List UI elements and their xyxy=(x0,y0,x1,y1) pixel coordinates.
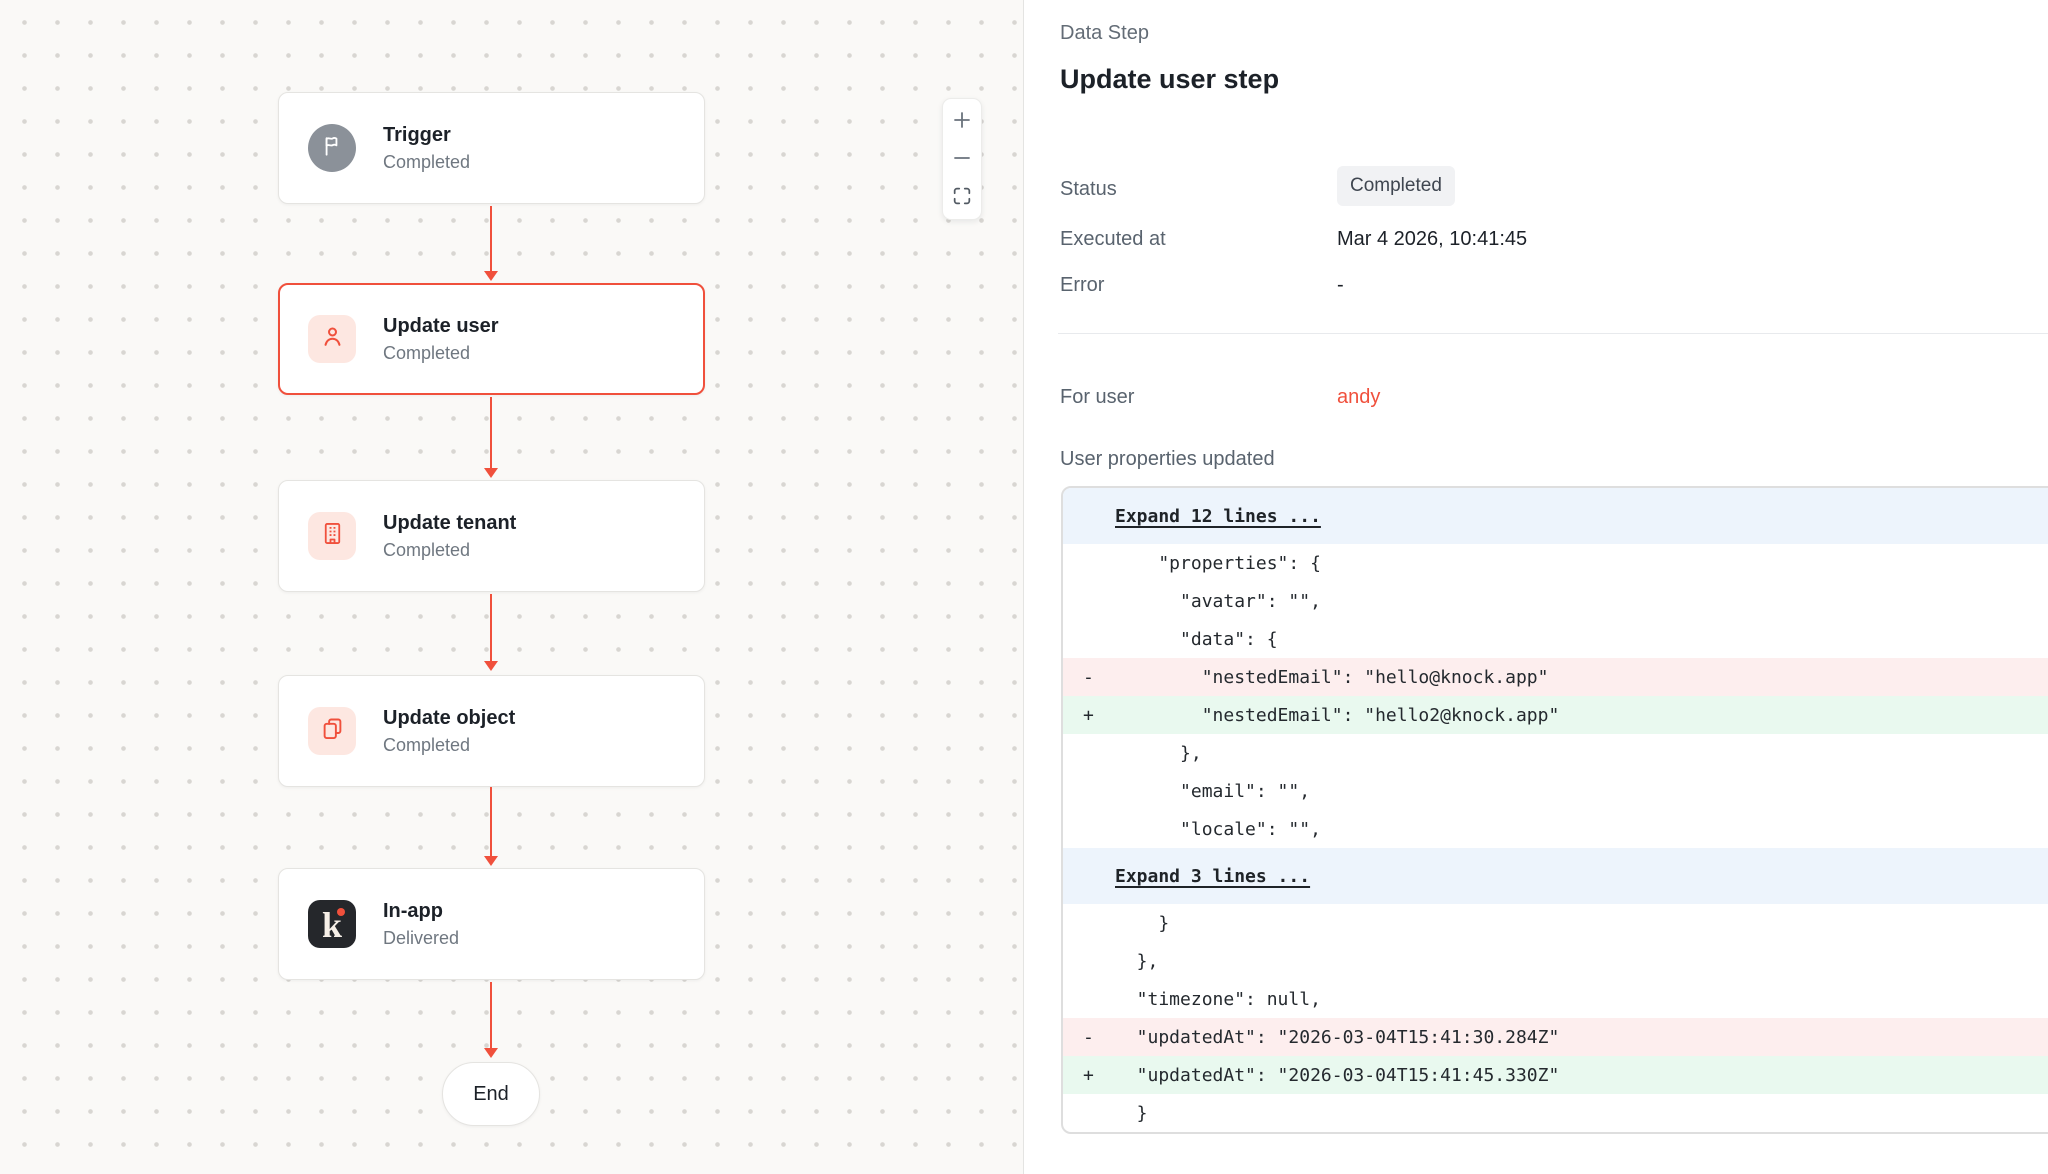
diff-line: "email": "", xyxy=(1063,772,2048,810)
diff-code: }, xyxy=(1115,950,1159,972)
fit-view-button[interactable] xyxy=(949,184,975,210)
diff-marker: - xyxy=(1083,666,1094,688)
edge-arrow xyxy=(490,787,492,864)
edge-arrow xyxy=(490,206,492,279)
for-user-label: For user xyxy=(1060,386,1135,408)
diff-code: "email": "", xyxy=(1115,780,1311,802)
diff-code: "avatar": "", xyxy=(1115,590,1321,612)
status-badge: Completed xyxy=(1337,166,1455,206)
properties-diff-viewer: Expand 12 lines ... "properties": { "ava… xyxy=(1061,486,2048,1134)
zoom-out-button[interactable] xyxy=(949,146,975,172)
pages-icon xyxy=(319,715,346,747)
step-detail-panel: Data Step Update user step Status Comple… xyxy=(1024,0,2048,1174)
node-title: Update user xyxy=(383,314,499,337)
executed-at-value: Mar 4 2026, 10:41:45 xyxy=(1337,228,1528,250)
knock-dot xyxy=(337,908,345,916)
diff-line: } xyxy=(1063,904,2048,942)
node-status: Completed xyxy=(383,539,471,560)
diff-line-deletion: - "updatedAt": "2026-03-04T15:41:30.284Z… xyxy=(1063,1018,2048,1056)
diff-code: "nestedEmail": "hello@knock.app" xyxy=(1115,666,1549,688)
diff-code: "locale": "", xyxy=(1115,818,1321,840)
knock-icon: k xyxy=(308,900,356,948)
page-title: Update user step xyxy=(1060,64,1280,94)
executed-at-label: Executed at xyxy=(1060,228,1166,250)
diff-code: "updatedAt": "2026-03-04T15:41:30.284Z" xyxy=(1115,1026,1560,1048)
diff-marker: + xyxy=(1083,1064,1094,1086)
node-update-user[interactable]: Update user Completed xyxy=(278,283,705,395)
diff-line: "timezone": null, xyxy=(1063,980,2048,1018)
zoom-in-button[interactable] xyxy=(949,108,975,134)
edge-arrow xyxy=(490,594,492,669)
minus-icon xyxy=(950,146,974,173)
error-value: - xyxy=(1337,274,1344,296)
edge-arrow xyxy=(490,397,492,476)
node-status: Completed xyxy=(383,734,471,755)
flag-icon xyxy=(319,133,345,164)
expand-lines-row[interactable]: Expand 12 lines ... xyxy=(1063,488,2048,544)
node-status: Completed xyxy=(383,151,471,172)
section-divider xyxy=(1058,333,2048,334)
node-end[interactable]: End xyxy=(442,1062,540,1126)
diff-code: "data": { xyxy=(1115,628,1278,650)
diff-code: "timezone": null, xyxy=(1115,988,1321,1010)
diff-code: } xyxy=(1115,912,1170,934)
expand-lines-row[interactable]: Expand 3 lines ... xyxy=(1063,848,2048,904)
node-trigger[interactable]: Trigger Completed xyxy=(278,92,705,204)
diff-code: } xyxy=(1115,1102,1148,1124)
diff-line-deletion: - "nestedEmail": "hello@knock.app" xyxy=(1063,658,2048,696)
user-link[interactable]: andy xyxy=(1337,386,1381,408)
building-icon xyxy=(319,520,346,552)
diff-line: } xyxy=(1063,1094,2048,1132)
node-update-object[interactable]: Update object Completed xyxy=(278,675,705,787)
diff-line-addition: + "updatedAt": "2026-03-04T15:41:45.330Z… xyxy=(1063,1056,2048,1094)
update-user-tile xyxy=(308,315,356,363)
workflow-canvas[interactable]: Trigger Completed Update user Completed xyxy=(0,0,1024,1174)
diff-line: }, xyxy=(1063,734,2048,772)
error-label: Error xyxy=(1060,274,1105,296)
diff-code: "nestedEmail": "hello2@knock.app" xyxy=(1115,704,1560,726)
zoom-controls xyxy=(942,98,982,220)
diff-code: }, xyxy=(1115,742,1202,764)
node-title: Update object xyxy=(383,706,516,729)
trigger-tile xyxy=(308,124,356,172)
node-update-tenant[interactable]: Update tenant Completed xyxy=(278,480,705,592)
diff-line: "avatar": "", xyxy=(1063,582,2048,620)
diff-line-addition: + "nestedEmail": "hello2@knock.app" xyxy=(1063,696,2048,734)
step-kicker: Data Step xyxy=(1060,22,1149,44)
edge-arrow xyxy=(490,982,492,1056)
node-title: In-app xyxy=(383,899,443,922)
node-title: Update tenant xyxy=(383,511,517,534)
expand-link[interactable]: Expand 12 lines ... xyxy=(1115,505,1321,527)
diff-section-label: User properties updated xyxy=(1060,448,1275,470)
node-status: Delivered xyxy=(383,927,460,948)
diff-line: "locale": "", xyxy=(1063,810,2048,848)
diff-code: "updatedAt": "2026-03-04T15:41:45.330Z" xyxy=(1115,1064,1560,1086)
diff-line: "data": { xyxy=(1063,620,2048,658)
node-status: Completed xyxy=(383,342,471,363)
node-in-app[interactable]: k In-app Delivered xyxy=(278,868,705,980)
user-icon xyxy=(319,323,346,355)
diff-marker: + xyxy=(1083,704,1094,726)
update-tenant-tile xyxy=(308,512,356,560)
end-label: End xyxy=(473,1082,509,1105)
node-title: Trigger xyxy=(383,123,451,146)
status-label: Status xyxy=(1060,178,1117,200)
diff-code: "properties": { xyxy=(1115,552,1321,574)
diff-line: }, xyxy=(1063,942,2048,980)
knock-letter: k xyxy=(321,905,343,945)
fit-view-icon xyxy=(951,185,973,210)
update-object-tile xyxy=(308,707,356,755)
expand-link[interactable]: Expand 3 lines ... xyxy=(1115,865,1311,887)
diff-line: "properties": { xyxy=(1063,544,2048,582)
plus-icon xyxy=(950,108,974,135)
diff-marker: - xyxy=(1083,1026,1094,1048)
